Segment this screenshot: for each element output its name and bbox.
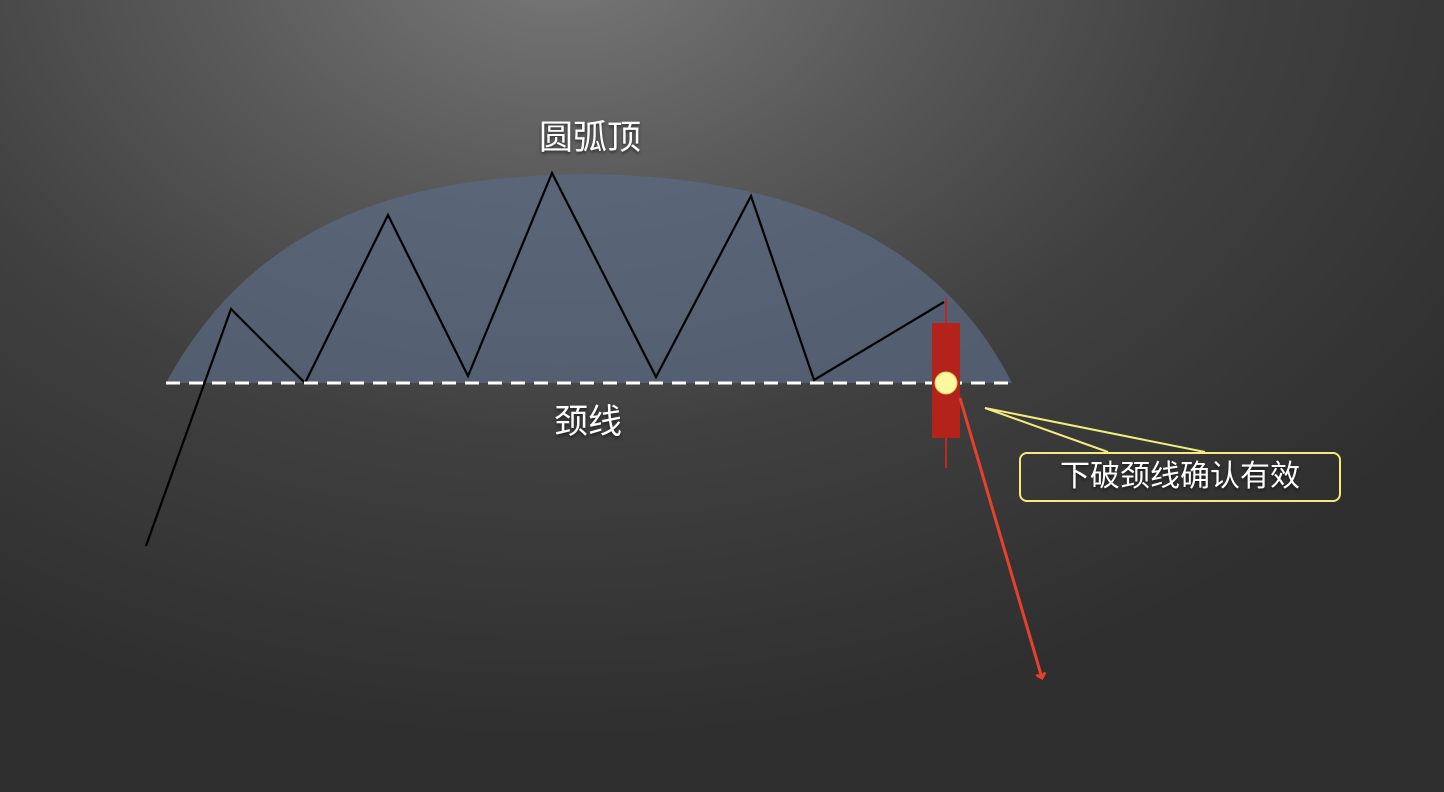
neckline-label: 颈线 xyxy=(554,402,622,442)
price-line xyxy=(144,170,945,547)
rounding-top-area xyxy=(166,174,1012,383)
callout-pointer xyxy=(984,407,1206,453)
callout-pointer-lower xyxy=(984,407,1109,453)
callout-text: 下破颈线确认有效 xyxy=(1060,459,1300,494)
diagram-title: 圆弧顶 xyxy=(539,118,641,158)
breakout-dot xyxy=(934,371,958,395)
down-arrow-icon xyxy=(958,397,1042,678)
callout-box: 下破颈线确认有效 xyxy=(1019,452,1341,502)
